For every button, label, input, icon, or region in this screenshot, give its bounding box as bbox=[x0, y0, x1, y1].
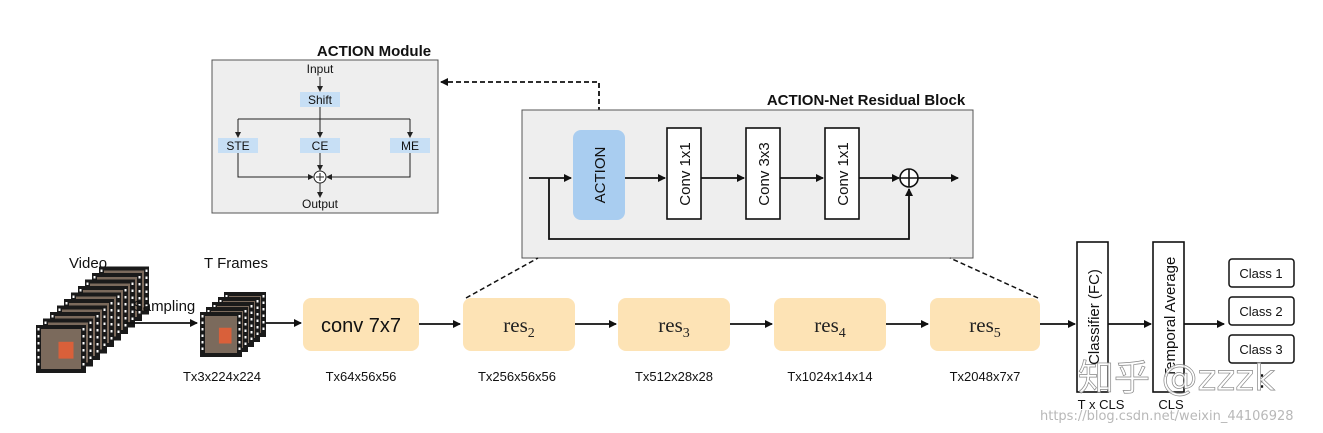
conv7x7-block bbox=[303, 298, 419, 351]
module-ste-label: STE bbox=[226, 139, 249, 153]
conv3x3-label: Conv 3x3 bbox=[756, 142, 773, 205]
class2-box bbox=[1228, 296, 1295, 326]
conv1x1-a-label: Conv 1x1 bbox=[677, 142, 694, 205]
res4-block bbox=[774, 298, 886, 351]
res3-block bbox=[618, 298, 730, 351]
zoom-line-right bbox=[949, 257, 1039, 299]
action-module-panel bbox=[211, 59, 439, 214]
conv1x1-block-a bbox=[666, 127, 702, 220]
res4-dim-label: Tx1024x14x14 bbox=[787, 369, 872, 384]
block-sum-node bbox=[899, 168, 919, 188]
action-module-title: ACTION Module bbox=[317, 43, 431, 60]
action-module: ACTION Module Input Shift STE CE ME Outp… bbox=[211, 43, 439, 214]
action-block bbox=[573, 130, 625, 220]
res5-label: res5 bbox=[969, 313, 1001, 341]
module-sum-node bbox=[313, 170, 327, 184]
module-ce-chip bbox=[300, 138, 340, 153]
res2-block bbox=[463, 298, 575, 351]
csdn-watermark: https://blog.csdn.net/weixin_44106928 bbox=[1040, 409, 1294, 424]
frames-dim-label: Tx3x224x224 bbox=[183, 369, 261, 384]
class3-label: Class 3 bbox=[1239, 342, 1282, 357]
conv3x3-block bbox=[745, 127, 781, 220]
more-classes-ellipsis: ⋮ bbox=[1254, 373, 1270, 390]
res2-dim-label: Tx256x56x56 bbox=[478, 369, 556, 384]
video-stack bbox=[36, 266, 149, 373]
ste-merge-line bbox=[237, 153, 314, 180]
conv1x1-b-label: Conv 1x1 bbox=[835, 142, 852, 205]
zoom-line-left bbox=[465, 257, 539, 299]
res4-label: res4 bbox=[814, 313, 846, 341]
module-ste-chip bbox=[218, 138, 258, 153]
temporal-average-label: Temporal Average bbox=[1162, 257, 1179, 378]
res3-label: res3 bbox=[658, 313, 690, 341]
res2-label: res2 bbox=[503, 313, 535, 341]
residual-block: ACTION-Net Residual Block ACTION Conv 1x… bbox=[521, 92, 974, 259]
residual-block-title: ACTION-Net Residual Block bbox=[767, 92, 966, 109]
module-me-label: ME bbox=[401, 139, 419, 153]
module-me-chip bbox=[390, 138, 430, 153]
skip-connection bbox=[548, 178, 913, 240]
classifier-label: Classifier (FC) bbox=[1086, 269, 1103, 365]
module-output-label: Output bbox=[302, 197, 339, 211]
frame-stack bbox=[200, 292, 266, 357]
video-label: Video bbox=[69, 255, 107, 272]
action-block-label: ACTION bbox=[592, 147, 609, 204]
res5-block bbox=[930, 298, 1040, 351]
res5-dim-label: Tx2048x7x7 bbox=[950, 369, 1021, 384]
res3-dim-label: Tx512x28x28 bbox=[635, 369, 713, 384]
class2-label: Class 2 bbox=[1239, 304, 1282, 319]
module-shift-label: Shift bbox=[308, 93, 333, 107]
module-branch-lines bbox=[238, 107, 410, 120]
me-merge-line bbox=[326, 153, 411, 180]
class1-box bbox=[1228, 258, 1295, 288]
class1-label: Class 1 bbox=[1239, 266, 1282, 281]
t-frames-label: T Frames bbox=[204, 255, 268, 272]
conv7x7-label: conv 7x7 bbox=[321, 315, 401, 337]
classifier-dim-label: T x CLS bbox=[1078, 397, 1125, 412]
zhihu-watermark: 知乎 @zzzk bbox=[1078, 358, 1275, 399]
video-frame bbox=[36, 325, 86, 373]
sampled-frame bbox=[200, 312, 242, 357]
class3-box bbox=[1228, 334, 1295, 364]
sampling-label: Sampling bbox=[133, 298, 196, 315]
temporal-dim-label: CLS bbox=[1158, 397, 1184, 412]
conv7x7-dim-label: Tx64x56x56 bbox=[326, 369, 397, 384]
module-ce-label: CE bbox=[312, 139, 329, 153]
conv1x1-block-b bbox=[824, 127, 860, 220]
module-shift-chip bbox=[300, 92, 340, 107]
temporal-average-block bbox=[1152, 241, 1185, 393]
classifier-block bbox=[1076, 241, 1109, 393]
module-input-label: Input bbox=[307, 62, 334, 76]
